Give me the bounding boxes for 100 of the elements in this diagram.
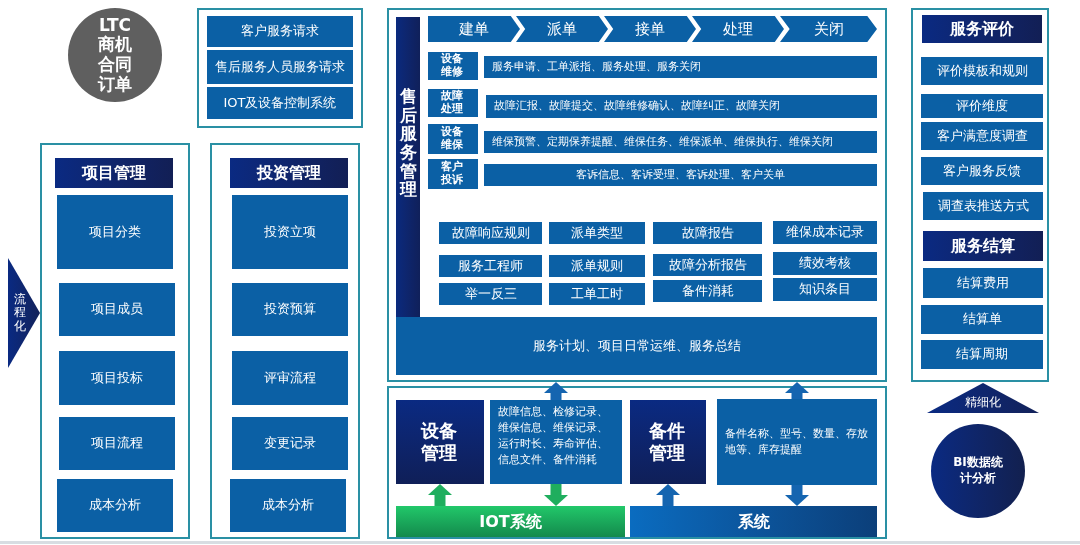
label: 服务工程师 (457, 257, 524, 275)
system-bar (396, 506, 625, 537)
module-box (773, 278, 877, 301)
module-box (232, 417, 348, 470)
category-label: 客户投诉 (441, 161, 465, 187)
section-heading: 项目管理 (82, 162, 146, 184)
label: 投资立项 (263, 223, 317, 241)
step-label: 接单 (635, 18, 665, 40)
label: 投资预算 (263, 301, 317, 318)
module-box (232, 351, 348, 405)
description-strip (486, 95, 877, 118)
label: 调查表推送方式 (936, 197, 1030, 215)
label: 维保成本记录 (785, 224, 865, 241)
label: 客户服务请求 (240, 23, 320, 40)
label: 故障响应规则 (450, 224, 531, 242)
module-box (207, 16, 353, 47)
description-box (490, 400, 622, 484)
label: LTC商机合同订单 (96, 15, 133, 95)
side-pointer-shape (8, 258, 40, 368)
module-title: 备件管理 (649, 420, 687, 464)
module-box (773, 252, 877, 275)
panel-frame (387, 386, 887, 539)
label: 成本分析 (88, 497, 142, 514)
module-box (59, 351, 175, 405)
module-box (57, 195, 173, 269)
system-label: 系统 (737, 510, 770, 533)
category-label: 设备维保 (441, 126, 465, 152)
label: 派单规则 (570, 257, 624, 275)
module-title: 设备管理 (421, 420, 459, 464)
label: 派单类型 (570, 224, 624, 242)
label: 服务申请、工单派指、服务处理、服务关闭 (492, 58, 701, 75)
category-tag (428, 124, 478, 154)
block-arrow (428, 484, 452, 506)
section-heading: 投资管理 (257, 162, 321, 184)
block-arrow (544, 484, 568, 506)
label: 评审流程 (263, 369, 317, 387)
process-step-shape (428, 16, 520, 42)
label: 成本分析 (261, 497, 315, 514)
label: 评价模板和规则 (935, 62, 1029, 80)
module-box (59, 417, 175, 470)
process-step-shape (604, 16, 696, 42)
label: 流程化 (14, 293, 26, 333)
description-strip (484, 56, 877, 78)
module-header-box (396, 400, 484, 484)
vertical-title: 售后服务管理 (399, 87, 417, 202)
system-label: IOT系统 (479, 510, 542, 533)
label: 评价维度 (955, 97, 1009, 115)
module-box (653, 222, 762, 244)
section-heading: 服务结算 (951, 235, 1015, 257)
process-step-shape (692, 16, 784, 42)
label: 工单工时 (570, 285, 624, 303)
label: 维保预警、定期保养提醒、维保任务、维保派单、维保执行、维保关闭 (492, 133, 833, 150)
module-box (549, 283, 645, 305)
module-header-box (630, 400, 706, 484)
module-box (232, 283, 348, 336)
module-box (439, 283, 542, 305)
label: 举一反三 (463, 285, 518, 303)
section-heading-band (55, 158, 173, 188)
label: 售后服务人员服务请求 (214, 58, 346, 76)
description-box (717, 399, 877, 485)
module-box (921, 94, 1043, 118)
label: IOT及设备控制系统 (222, 94, 338, 112)
module-box (57, 479, 173, 532)
label: 故障报告 (680, 224, 735, 242)
module-box (923, 268, 1043, 298)
panel-frame (387, 8, 887, 382)
label: 故障信息、检修记录、维保信息、维保记录、运行时长、寿命评估、信息文件、备件消耗 (498, 404, 609, 468)
module-box (921, 340, 1043, 369)
section-heading-band (230, 158, 348, 188)
label: 绩效考核 (798, 255, 852, 272)
vertical-title-bar (396, 17, 420, 317)
label: 变更记录 (263, 435, 317, 452)
module-box (207, 50, 353, 84)
description-strip (484, 131, 877, 153)
module-box (923, 192, 1043, 220)
module-box (59, 283, 175, 336)
label: 故障汇报、故障提交、故障维修确认、故障纠正、故障关闭 (494, 98, 780, 115)
triangle-label (927, 383, 1039, 413)
section-heading: 服务评价 (950, 18, 1014, 40)
module-box (549, 222, 645, 244)
category-tag (428, 89, 478, 117)
module-box (773, 221, 877, 244)
label: 项目分类 (88, 223, 142, 241)
module-box (921, 305, 1043, 334)
label: BI数据统计分析 (952, 455, 1004, 487)
block-arrow (656, 484, 680, 506)
category-tag (428, 52, 478, 80)
label: 知识条目 (798, 281, 852, 298)
system-bar (630, 506, 877, 537)
process-step-shape (780, 16, 877, 42)
module-box (921, 57, 1043, 85)
label: 结算费用 (956, 274, 1010, 292)
module-box (439, 222, 542, 244)
label: 结算单 (961, 311, 1003, 328)
label: 备件消耗 (680, 282, 735, 300)
process-step-shape (516, 16, 608, 42)
module-box (549, 255, 645, 277)
description-strip (484, 164, 877, 186)
module-box (232, 195, 348, 269)
module-box (207, 87, 353, 119)
